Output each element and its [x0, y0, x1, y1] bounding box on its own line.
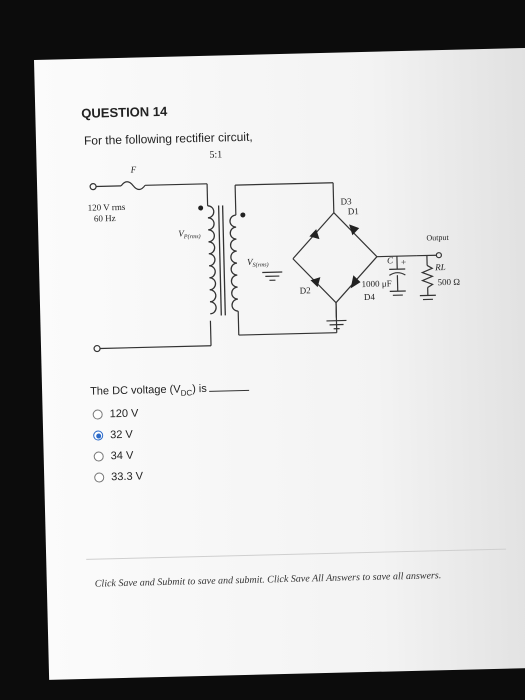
- submit-instructions: Click Save and Submit to save and submit…: [94, 570, 442, 590]
- option-label: 34 V: [110, 449, 134, 463]
- output-stage: [389, 252, 442, 301]
- transformer: [207, 205, 239, 316]
- option-label: 32 V: [110, 428, 133, 442]
- radio-button-selected[interactable]: [93, 430, 104, 441]
- primary-voltage-label: VP(rms): [178, 228, 200, 241]
- answer-prompt: The DC voltage (VDC) is: [90, 382, 249, 400]
- fuse-label: F: [130, 165, 137, 175]
- capacitor-label: C: [387, 255, 394, 265]
- ground-symbol: [262, 271, 283, 281]
- diode-d3-label: D3: [340, 196, 352, 206]
- secondary-wiring: [234, 182, 338, 336]
- secondary-voltage-label: VS(rms): [247, 256, 269, 269]
- primary-wiring: [89, 181, 212, 353]
- diode-d2-label: D2: [300, 285, 311, 295]
- option-34v[interactable]: 34 V: [93, 449, 134, 463]
- turns-ratio-label: 5:1: [209, 149, 222, 160]
- question-title: QUESTION 14: [81, 103, 168, 121]
- fuse-symbol: [120, 181, 146, 191]
- radio-button[interactable]: [93, 451, 104, 462]
- rectifier-circuit-diagram: 5:1 F 120 V rms 60 Hz VP(rms) VS(rms): [88, 149, 460, 353]
- divider: [86, 548, 507, 560]
- radio-button[interactable]: [94, 472, 105, 483]
- resistor-value: 500 Ω: [437, 277, 460, 288]
- bridge-ground-symbol: [326, 319, 347, 330]
- diode-symbols: [309, 224, 361, 289]
- option-33-3v[interactable]: 33.3 V: [94, 470, 143, 483]
- question-panel: QUESTION 14 For the following rectifier …: [34, 46, 525, 680]
- source-frequency-label: 60 Hz: [94, 213, 116, 224]
- radio-button[interactable]: [92, 409, 103, 420]
- output-label: Output: [426, 233, 449, 243]
- option-label: 120 V: [109, 407, 139, 421]
- option-label: 33.3 V: [111, 470, 144, 484]
- diode-d1-label: D1: [348, 206, 359, 216]
- capacitor-value: 1000 μF: [361, 278, 391, 289]
- option-32v[interactable]: 32 V: [93, 429, 133, 442]
- capacitor-plus: +: [401, 257, 406, 267]
- option-120v[interactable]: 120 V: [92, 407, 139, 421]
- source-voltage-label: 120 V rms: [88, 202, 126, 213]
- resistor-label: RL: [434, 262, 446, 272]
- diode-d4-label: D4: [364, 292, 376, 302]
